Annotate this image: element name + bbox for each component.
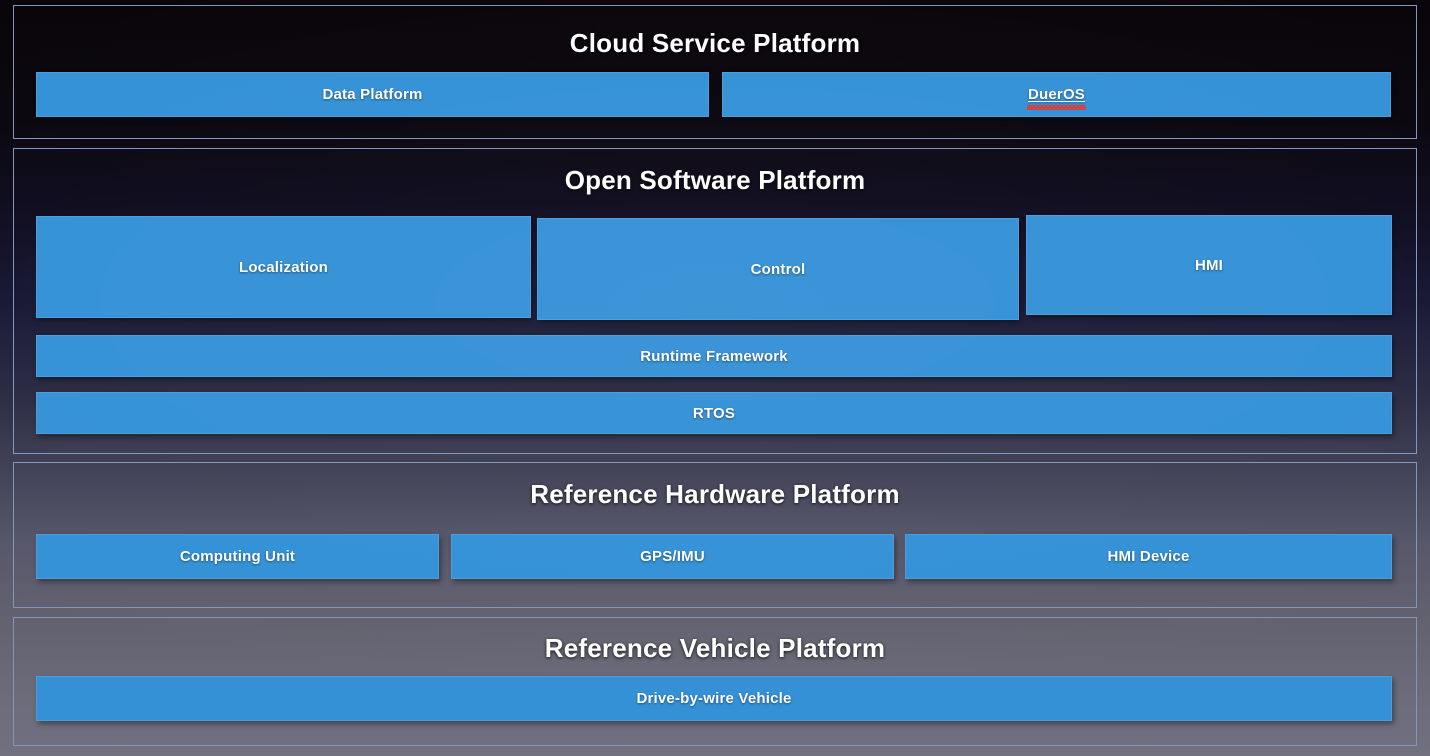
block-rtos[interactable]: RTOS [36, 392, 1392, 434]
layer-title-cloud-service-platform: Cloud Service Platform [569, 28, 861, 58]
block-drive-by-wire-vehicle[interactable]: Drive-by-wire Vehicle [36, 676, 1392, 721]
layer-cloud-service-platform: Cloud Service Platform Data Platform Due… [13, 5, 1417, 139]
block-label-rtos: RTOS [692, 404, 736, 422]
layer-open-software-platform: Open Software Platform Localization Cont… [13, 148, 1417, 454]
block-hmi-device[interactable]: HMI Device [905, 534, 1392, 579]
block-label-runtime-framework: Runtime Framework [640, 347, 788, 365]
block-label-drive-by-wire-vehicle: Drive-by-wire Vehicle [636, 690, 792, 707]
block-label-gps-imu: GPS/IMU [640, 548, 705, 565]
block-label-data-platform: Data Platform [322, 86, 423, 103]
block-hmi[interactable]: HMI [1026, 215, 1392, 315]
layer-reference-hardware-platform: Reference Hardware Platform Computing Un… [13, 462, 1417, 608]
block-localization[interactable]: Localization [36, 216, 531, 318]
layer-title-open-software-platform: Open Software Platform [564, 165, 866, 195]
block-label-control: Control [750, 260, 806, 278]
block-data-platform[interactable]: Data Platform [36, 72, 709, 117]
block-runtime-framework[interactable]: Runtime Framework [36, 335, 1392, 377]
block-gps-imu[interactable]: GPS/IMU [451, 534, 894, 579]
block-computing-unit[interactable]: Computing Unit [36, 534, 439, 579]
layer-title-reference-vehicle-platform: Reference Vehicle Platform [544, 633, 886, 663]
layer-title-reference-hardware-platform: Reference Hardware Platform [530, 479, 900, 509]
layer-reference-vehicle-platform: Reference Vehicle Platform Drive-by-wire… [13, 617, 1417, 746]
block-label-hmi-device: HMI Device [1107, 548, 1190, 565]
block-control[interactable]: Control [537, 218, 1019, 320]
block-label-computing-unit: Computing Unit [179, 548, 296, 565]
block-label-localization: Localization [238, 258, 329, 276]
block-label-hmi: HMI [1194, 256, 1224, 274]
block-dueros[interactable]: DuerOS [722, 72, 1391, 117]
block-label-dueros: DuerOS [1026, 86, 1087, 110]
